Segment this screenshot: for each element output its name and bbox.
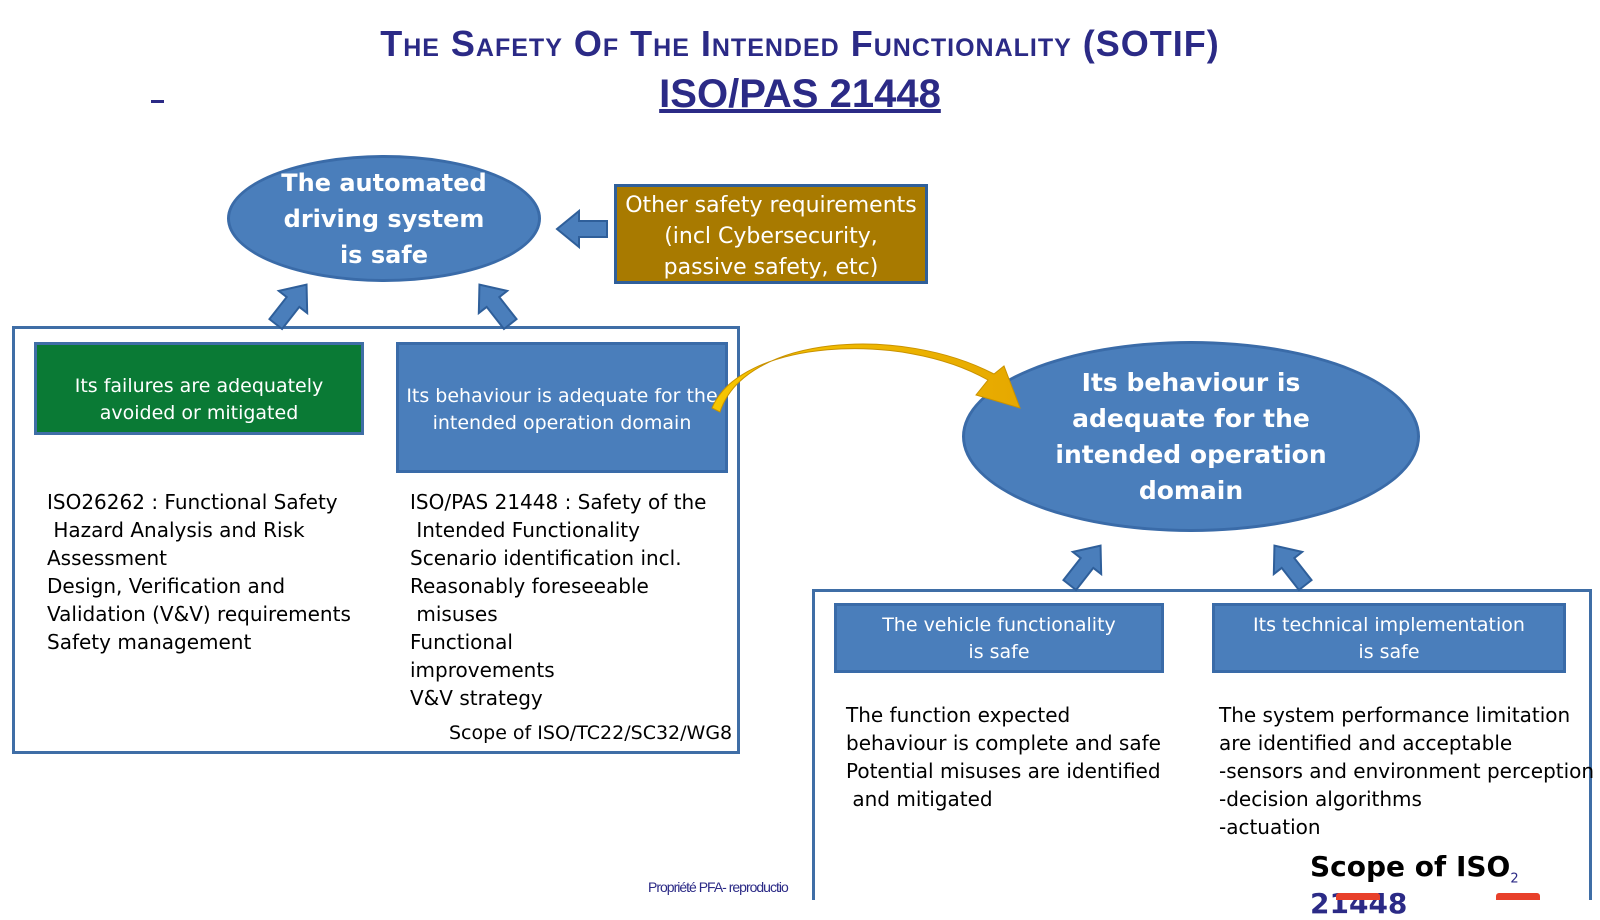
arrow-up-left bbox=[268, 283, 309, 331]
iso21448-line: Intended Functionality bbox=[410, 518, 640, 542]
scope-subscript: 2 bbox=[1510, 871, 1519, 887]
vehicle-line: The function expected bbox=[846, 703, 1071, 727]
vehicle-line: behaviour is complete and safe bbox=[846, 731, 1161, 755]
behaviour-box: Its behaviour is adequate for the intend… bbox=[396, 342, 728, 473]
wg8-scope-label: Scope of ISO/TC22/SC32/WG8 bbox=[449, 722, 733, 744]
vehicle-line: and mitigated bbox=[846, 787, 993, 811]
iso21448-line: Scenario identification incl. bbox=[410, 546, 682, 570]
arrow-left-other bbox=[555, 208, 608, 250]
iso26262-line: Assessment bbox=[47, 546, 167, 570]
behaviour-ellipse: Its behaviour is adequate for the intend… bbox=[962, 341, 1420, 532]
technical-implementation-box: Its technical implementation is safe bbox=[1212, 603, 1566, 673]
arrow-up-behaviour-left bbox=[1062, 544, 1103, 592]
technical-line: are identified and acceptable bbox=[1219, 731, 1513, 755]
iso21448-line: ISO/PAS 21448 : Safety of the bbox=[410, 490, 707, 514]
ads-safe-ellipse: The automated driving system is safe bbox=[227, 155, 541, 282]
page-title: The Safety Of The Intended Functionality… bbox=[380, 23, 1220, 64]
iso26262-line: Design, Verification and bbox=[47, 574, 286, 598]
technical-line: The system performance limitation bbox=[1219, 703, 1571, 727]
technical-line: -actuation bbox=[1219, 815, 1321, 839]
underline-mark bbox=[151, 100, 164, 103]
ads-safe-label: The automated driving system is safe bbox=[281, 168, 487, 269]
red-decoration-right bbox=[1496, 893, 1540, 900]
iso21448-line: V&V strategy bbox=[410, 686, 543, 710]
iso21448-line: Reasonably foreseeable bbox=[410, 574, 649, 598]
curved-arrow bbox=[711, 343, 1021, 413]
vehicle-function-list: The function expected behaviour is comple… bbox=[846, 701, 1161, 813]
technical-line: -decision algorithms bbox=[1219, 787, 1422, 811]
footer-text: Propriété PFA- reproductio bbox=[648, 879, 789, 895]
iso26262-line: Hazard Analysis and Risk bbox=[47, 518, 305, 542]
technical-line: -sensors and environment perception bbox=[1219, 759, 1595, 783]
red-decoration-left bbox=[1336, 893, 1380, 900]
iso26262-line: ISO26262 : Functional Safety bbox=[47, 490, 338, 514]
technical-list: The system performance limitation are ide… bbox=[1219, 701, 1594, 841]
arrows-layer bbox=[268, 208, 1313, 592]
other-requirements-box: Other safety requirements (incl Cybersec… bbox=[614, 184, 928, 284]
iso21448-line: improvements bbox=[410, 658, 555, 682]
iso21448-line: Functional bbox=[410, 630, 513, 654]
iso26262-list: ISO26262 : Functional Safety Hazard Anal… bbox=[47, 488, 351, 656]
iso26262-line: Validation (V&V) requirements bbox=[47, 602, 351, 626]
scope-prefix: Scope of IS bbox=[1310, 850, 1487, 883]
arrow-up-behaviour-right bbox=[1272, 544, 1313, 592]
behaviour-ellipse-label: Its behaviour is adequate for the intend… bbox=[1055, 367, 1327, 505]
iso21448-line: misuses bbox=[410, 602, 498, 626]
iso21448-list: ISO/PAS 21448 : Safety of the Intended F… bbox=[410, 488, 706, 712]
page-subtitle: ISO/PAS 21448 bbox=[659, 72, 941, 116]
scope-o: O bbox=[1486, 850, 1511, 883]
vehicle-functionality-box: The vehicle functionality is safe bbox=[834, 603, 1164, 673]
arrow-up-right bbox=[477, 283, 518, 331]
failures-box: Its failures are adequately avoided or m… bbox=[34, 342, 364, 435]
vehicle-line: Potential misuses are identified bbox=[846, 759, 1161, 783]
iso26262-line: Safety management bbox=[47, 630, 252, 654]
